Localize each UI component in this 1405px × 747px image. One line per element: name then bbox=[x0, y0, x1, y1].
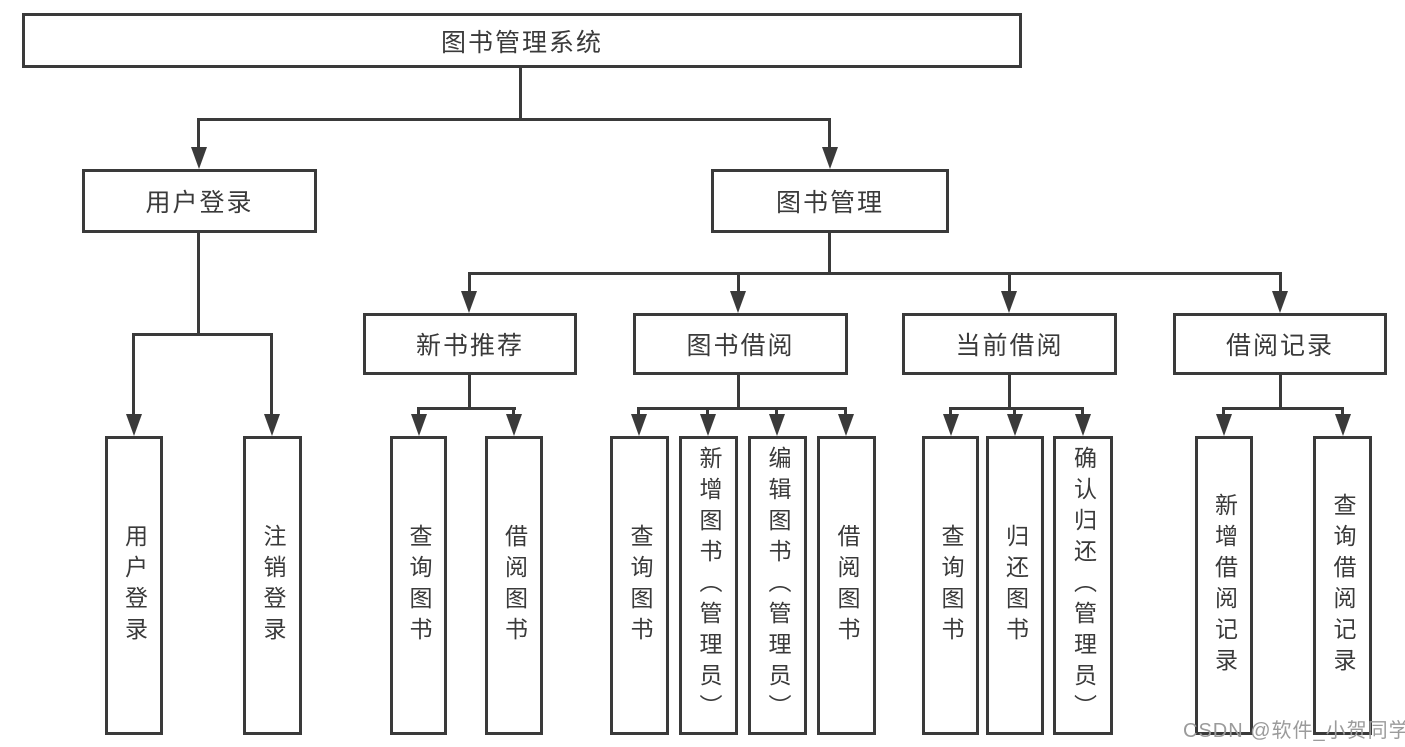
leaf-add-books-admin: 新增图书（管理员） bbox=[679, 436, 738, 735]
leaf-add-borrow-record-label: 新增借阅记录 bbox=[1211, 492, 1238, 679]
arrow-down-icon bbox=[769, 414, 785, 436]
connector-line bbox=[197, 118, 831, 121]
arrow-down-icon bbox=[264, 414, 280, 436]
leaf-edit-books-admin-label: 编辑图书（管理员） bbox=[765, 446, 791, 725]
arrow-down-icon bbox=[1335, 414, 1351, 436]
connector-line bbox=[417, 407, 516, 410]
leaf-query-books-2-label: 查询图书 bbox=[627, 523, 653, 648]
arrow-down-icon bbox=[730, 291, 746, 313]
node-borrow-records: 借阅记录 bbox=[1173, 313, 1387, 375]
node-current-borrow-label: 当前借阅 bbox=[955, 332, 1064, 360]
arrow-down-icon bbox=[126, 414, 142, 436]
connector-line bbox=[468, 272, 471, 294]
leaf-logout: 注销登录 bbox=[243, 436, 302, 735]
connector-line bbox=[197, 233, 200, 336]
connector-line bbox=[270, 334, 273, 418]
csdn-watermark: CSDN @软件_小贺同学 bbox=[1183, 720, 1405, 742]
node-new-book-recommend-label: 新书推荐 bbox=[415, 332, 524, 360]
connector-line bbox=[775, 407, 778, 419]
leaf-return-books: 归还图书 bbox=[986, 436, 1044, 735]
leaf-confirm-return-admin: 确认归还（管理员） bbox=[1053, 436, 1113, 735]
connector-line bbox=[1222, 407, 1344, 410]
connector-line bbox=[737, 375, 740, 409]
connector-line bbox=[949, 407, 1084, 410]
arrow-down-icon bbox=[1272, 291, 1288, 313]
connector-line bbox=[1279, 375, 1282, 409]
connector-line bbox=[132, 334, 135, 418]
arrow-down-icon bbox=[631, 414, 647, 436]
leaf-borrow-books-2-label: 借阅图书 bbox=[834, 523, 860, 648]
connector-line bbox=[1013, 407, 1016, 419]
node-new-book-recommend: 新书推荐 bbox=[363, 313, 577, 375]
leaf-query-books-1: 查询图书 bbox=[390, 436, 447, 735]
arrow-down-icon bbox=[506, 414, 522, 436]
leaf-query-borrow-record-label: 查询借阅记录 bbox=[1330, 492, 1356, 679]
node-borrow-records-label: 借阅记录 bbox=[1225, 332, 1334, 360]
connector-line bbox=[737, 272, 740, 294]
leaf-borrow-books-1-label: 借阅图书 bbox=[501, 523, 528, 648]
leaf-query-books-2: 查询图书 bbox=[610, 436, 669, 735]
leaf-user-login: 用户登录 bbox=[105, 436, 163, 735]
node-root-label: 图书管理系统 bbox=[440, 28, 603, 57]
arrow-down-icon bbox=[838, 414, 854, 436]
connector-line bbox=[197, 119, 200, 151]
connector-line bbox=[706, 407, 709, 419]
node-root: 图书管理系统 bbox=[22, 13, 1022, 68]
leaf-logout-label: 注销登录 bbox=[260, 523, 286, 648]
connector-line bbox=[637, 407, 847, 410]
leaf-return-books-label: 归还图书 bbox=[1002, 523, 1029, 648]
connector-line bbox=[637, 407, 640, 419]
connector-line bbox=[1222, 407, 1225, 419]
connector-line bbox=[468, 272, 1282, 275]
connector-line bbox=[132, 333, 273, 336]
leaf-add-borrow-record: 新增借阅记录 bbox=[1195, 436, 1253, 735]
node-current-borrow: 当前借阅 bbox=[902, 313, 1117, 375]
connector-line bbox=[949, 407, 952, 419]
node-book-borrow-label: 图书借阅 bbox=[686, 332, 795, 360]
connector-line bbox=[1341, 407, 1344, 419]
connector-line bbox=[828, 233, 831, 275]
leaf-query-books-3-label: 查询图书 bbox=[938, 523, 964, 648]
node-book-management-label: 图书管理 bbox=[775, 189, 884, 217]
connector-line bbox=[468, 375, 471, 409]
connector-line bbox=[844, 407, 847, 419]
connector-line bbox=[1008, 272, 1011, 294]
arrow-down-icon bbox=[1001, 291, 1017, 313]
node-user-login: 用户登录 bbox=[82, 169, 317, 233]
connector-line bbox=[1081, 407, 1084, 419]
connector-line bbox=[1279, 272, 1282, 294]
arrow-down-icon bbox=[943, 414, 959, 436]
leaf-borrow-books-2: 借阅图书 bbox=[817, 436, 876, 735]
leaf-add-books-admin-label: 新增图书（管理员） bbox=[696, 446, 722, 725]
arrow-down-icon bbox=[1075, 414, 1091, 436]
leaf-borrow-books-1: 借阅图书 bbox=[485, 436, 543, 735]
node-user-login-label: 用户登录 bbox=[145, 189, 254, 217]
arrow-down-icon bbox=[461, 291, 477, 313]
leaf-query-books-3: 查询图书 bbox=[922, 436, 979, 735]
node-book-borrow: 图书借阅 bbox=[633, 313, 848, 375]
connector-line bbox=[417, 407, 420, 419]
leaf-confirm-return-admin-label: 确认归还（管理员） bbox=[1070, 446, 1097, 725]
arrow-down-icon bbox=[1007, 414, 1023, 436]
arrow-down-icon bbox=[191, 147, 207, 169]
connector-line bbox=[828, 119, 831, 151]
connector-line bbox=[519, 68, 522, 121]
arrow-down-icon bbox=[1216, 414, 1232, 436]
arrow-down-icon bbox=[700, 414, 716, 436]
arrow-down-icon bbox=[411, 414, 427, 436]
leaf-query-books-1-label: 查询图书 bbox=[406, 523, 432, 648]
node-book-management: 图书管理 bbox=[711, 169, 949, 233]
connector-line bbox=[512, 407, 515, 419]
arrow-down-icon bbox=[822, 147, 838, 169]
leaf-user-login-label: 用户登录 bbox=[121, 523, 148, 648]
connector-line bbox=[1008, 375, 1011, 409]
leaf-query-borrow-record: 查询借阅记录 bbox=[1313, 436, 1372, 735]
leaf-edit-books-admin: 编辑图书（管理员） bbox=[748, 436, 807, 735]
